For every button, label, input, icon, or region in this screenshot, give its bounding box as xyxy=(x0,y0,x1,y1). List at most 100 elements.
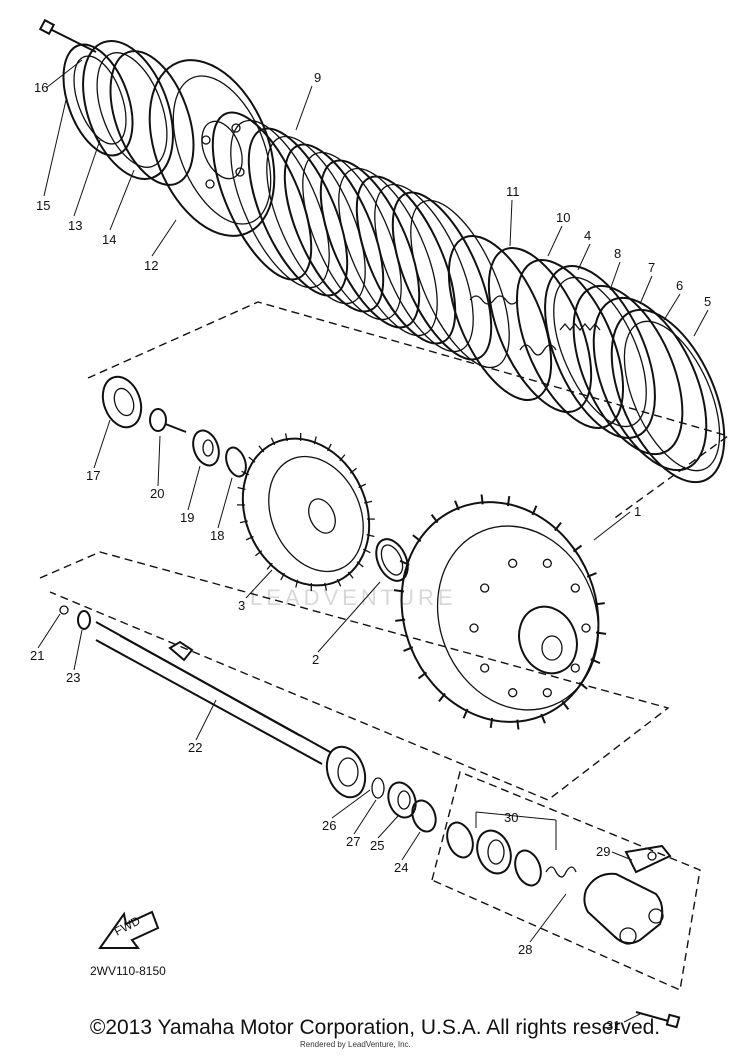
clutch-plate xyxy=(230,119,330,289)
gear-tooth xyxy=(241,470,250,476)
housing-finger xyxy=(412,534,422,543)
housing-hole xyxy=(480,583,490,593)
gear-tooth xyxy=(284,433,288,442)
housing-finger xyxy=(595,631,607,635)
callout-16: 16 xyxy=(34,80,48,95)
callout-2: 2 xyxy=(312,652,319,667)
gear-tooth xyxy=(239,520,248,524)
part-16-bolt xyxy=(38,18,97,53)
callout-11: 11 xyxy=(506,184,520,199)
gear-tooth xyxy=(254,550,263,557)
gear-tooth xyxy=(358,483,367,489)
housing-finger xyxy=(454,500,460,511)
callout-21: 21 xyxy=(30,648,44,663)
housing-hole xyxy=(469,623,479,633)
gear-tooth xyxy=(258,445,265,453)
gear-tooth xyxy=(313,436,317,445)
clutch-plate xyxy=(391,191,493,361)
part-29-bracket xyxy=(624,844,672,874)
part-4-ring xyxy=(515,259,625,429)
watermark: LEADVENTURE xyxy=(250,585,457,610)
housing-finger xyxy=(586,572,597,578)
housing-finger xyxy=(554,522,562,532)
fwd-arrow-icon: FWD xyxy=(98,910,160,949)
callout-15: 15 xyxy=(36,198,50,213)
part-27-clip xyxy=(371,777,385,799)
gear-tooth xyxy=(364,500,373,504)
part-24-washer xyxy=(411,799,437,833)
gear-tooth xyxy=(266,562,273,570)
part-22-shaft xyxy=(95,621,331,765)
clutch-plate xyxy=(247,127,349,297)
callout-12: 12 xyxy=(144,258,158,273)
gear-tooth xyxy=(339,454,346,462)
gear-tooth xyxy=(362,548,371,554)
gear-tooth xyxy=(324,582,328,591)
callout-labels: 16 15 13 14 12 9 11 10 4 8 7 6 5 17 20 1… xyxy=(30,70,711,1033)
housing-finger xyxy=(489,717,494,728)
clutch-plate xyxy=(302,151,402,321)
gear-tooth xyxy=(237,504,246,506)
part-2-washer xyxy=(375,538,409,582)
housing-finger xyxy=(417,671,428,680)
callout-14: 14 xyxy=(102,232,116,247)
gear-tooth xyxy=(349,467,358,474)
housing-finger xyxy=(403,646,414,652)
part-23-ring xyxy=(77,610,91,630)
gear-tooth xyxy=(347,571,354,579)
gear-tooth xyxy=(280,572,285,581)
housing-finger xyxy=(540,713,546,724)
clutch-plate xyxy=(374,183,474,353)
housing-finger xyxy=(462,708,469,719)
housing-finger xyxy=(516,719,520,730)
callout-9: 9 xyxy=(314,70,321,85)
gear-tooth xyxy=(237,486,246,490)
part-14-ring xyxy=(109,50,195,186)
callout-18: 18 xyxy=(210,528,224,543)
clutch-plate xyxy=(283,143,385,313)
gear-tooth xyxy=(245,535,254,541)
housing-finger xyxy=(480,494,484,505)
callout-27: 27 xyxy=(346,834,360,849)
callout-4: 4 xyxy=(584,228,591,243)
callout-23: 23 xyxy=(66,670,80,685)
housing-finger xyxy=(531,505,538,516)
boundary-lower xyxy=(431,771,701,992)
housing-hole xyxy=(508,688,518,698)
part-11-plate xyxy=(447,234,553,402)
gear-tooth xyxy=(270,437,276,446)
clutch-plate xyxy=(355,175,457,345)
housing-hole xyxy=(480,663,490,673)
housing-finger xyxy=(572,544,583,553)
callout-19: 19 xyxy=(180,510,194,525)
rendered-by-note: Rendered by LeadVenture, Inc. xyxy=(300,1040,411,1049)
clutch-plate xyxy=(211,111,313,281)
housing-hole xyxy=(542,558,552,568)
callout-5: 5 xyxy=(704,294,711,309)
part-13-ring xyxy=(82,39,174,181)
callout-24: 24 xyxy=(394,860,408,875)
housing-finger xyxy=(506,496,511,507)
housing-hole xyxy=(570,583,580,593)
part-code: 2WV110-8150 xyxy=(90,964,166,978)
part-30-seal-kit xyxy=(446,811,577,887)
boundary-upper xyxy=(87,301,730,521)
callout-26: 26 xyxy=(322,818,336,833)
callout-10: 10 xyxy=(556,210,570,225)
gear-tooth xyxy=(327,443,332,452)
gear-tooth xyxy=(299,432,302,441)
part-6-ring xyxy=(592,296,708,472)
gear-tooth xyxy=(366,534,375,538)
part-3-primary-gear xyxy=(237,432,375,592)
part-26-bearing xyxy=(325,745,367,799)
part-31-bolt xyxy=(635,1011,681,1029)
clutch-plate xyxy=(410,199,510,369)
housing-finger xyxy=(438,692,446,702)
part-5-ring xyxy=(610,308,726,484)
part-8-serrated-ring xyxy=(544,265,656,439)
callout-1: 1 xyxy=(634,504,641,519)
part-21-ball xyxy=(59,605,69,615)
housing-finger xyxy=(430,514,439,524)
housing-hole xyxy=(542,688,552,698)
